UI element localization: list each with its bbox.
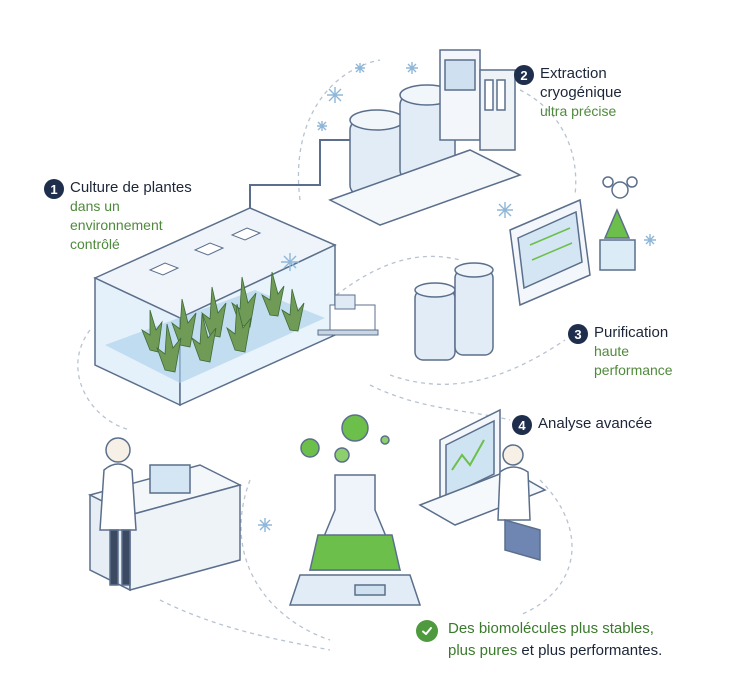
step-4-label: 4 Analyse avancée: [512, 414, 692, 435]
conclusion-line-1: Des biomolécules plus stables,: [448, 620, 654, 637]
step-title: Analyse avancée: [538, 415, 653, 432]
step-subtitle: dans un: [70, 198, 120, 214]
step-subtitle: ultra précise: [540, 103, 617, 119]
step-3-label: 3 Purification haute performance: [568, 323, 708, 380]
step-number-badge: 1: [44, 179, 64, 199]
step-title: Purification: [594, 324, 669, 341]
step-subtitle: contrôlé: [70, 236, 120, 252]
cryogenic-extraction-illustration: [328, 49, 522, 226]
step-subtitle: environnement: [70, 217, 163, 233]
step-subtitle: performance: [594, 362, 673, 378]
step-number-badge: 3: [568, 324, 588, 344]
step-1-label: 1 Culture de plantes dans un environneme…: [44, 178, 214, 254]
snowflake-icons: [258, 62, 656, 532]
conclusion-line-2-green: plus pures: [448, 642, 518, 659]
conclusion-line-2-dark: et plus performantes.: [517, 642, 663, 659]
step-2-label: 2 Extraction cryogénique ultra précise: [514, 64, 654, 121]
step-number-badge: 2: [514, 65, 534, 85]
lab-scientist-illustration: [87, 437, 243, 592]
plant-group: [141, 271, 305, 373]
step-title: cryogénique: [540, 84, 622, 101]
step-title: Culture de plantes: [70, 179, 192, 196]
step-subtitle: haute: [594, 343, 630, 359]
greenhouse-illustration: [93, 139, 380, 407]
analysis-workstation-illustration: [418, 408, 547, 561]
step-title: Extraction: [540, 65, 607, 82]
flask-illustration: [288, 414, 422, 606]
conclusion-statement: Des biomolécules plus stables, plus pure…: [416, 618, 716, 662]
checkmark-icon: [416, 620, 438, 642]
purification-illustration: [414, 176, 638, 361]
step-number-badge: 4: [512, 415, 532, 435]
